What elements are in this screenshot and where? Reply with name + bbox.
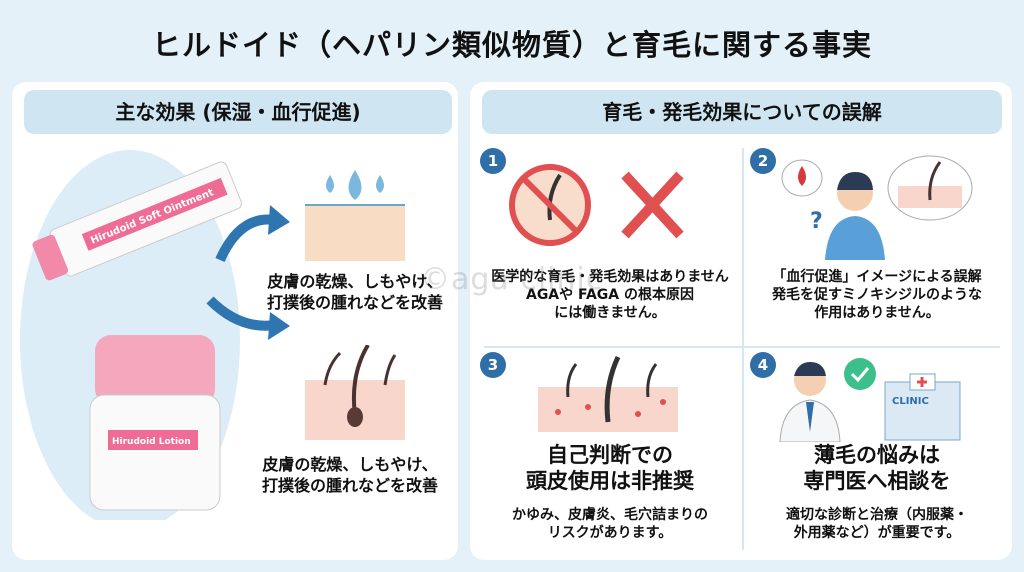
item-line: 「血行促進」イメージによる誤解 bbox=[772, 269, 982, 285]
number-badge: 4 bbox=[750, 352, 776, 378]
effect-line: 皮膚の乾燥、しもやけ、 bbox=[262, 455, 438, 474]
item-line: 発毛を促すミノキシジルのような bbox=[772, 287, 982, 304]
effects-header: 主な効果 (保湿・血行促進) bbox=[24, 90, 452, 134]
number-badge: 3 bbox=[480, 352, 506, 378]
item-line: 医学的な育毛・発毛効果はありません bbox=[491, 269, 729, 285]
confused-person-icon: ? bbox=[781, 155, 973, 260]
watermark: ©aga clinic bbox=[420, 262, 604, 297]
misconceptions-header: 育毛・発毛効果についての誤解 bbox=[482, 90, 1002, 134]
svg-text:?: ? bbox=[810, 209, 823, 234]
skin-moisture-icon bbox=[305, 170, 405, 261]
effect-line: 打撲後の腫れなどを改善 bbox=[266, 292, 443, 312]
item-1-text: 医学的な育毛・発毛効果はありません AGAや FAGA の根本原因 には働きませ… bbox=[480, 268, 740, 323]
item-line: AGAや FAGA の根本原因 bbox=[525, 287, 695, 304]
lotion-bottle-icon: Hirudoid Lotion bbox=[89, 335, 221, 511]
item-line: 適切な診断と治療（内服薬・ bbox=[786, 507, 968, 523]
clinic-sign: CLINIC bbox=[892, 396, 929, 407]
effect-line: 皮膚の乾燥、しもやけ、 bbox=[267, 272, 443, 291]
bottle-label: Hirudoid Lotion bbox=[112, 437, 191, 447]
heading-line: 薄毛の悩みは bbox=[814, 443, 940, 467]
item-3-text: かゆみ、皮膚炎、毛穴詰まりの リスクがあります。 bbox=[480, 506, 740, 542]
heading-line: 自己判断での bbox=[547, 443, 673, 467]
item-line: 作用はありません。 bbox=[814, 305, 940, 322]
effect-text-1: 皮膚の乾燥、しもやけ、打撲後の腫れなどを改善 bbox=[255, 272, 455, 314]
number-badge: 2 bbox=[750, 148, 776, 174]
heading-line: 頭皮使用は非推奨 bbox=[526, 469, 694, 494]
page-title: ヒルドイド（ヘパリン類似物質）と育毛に関する事実 bbox=[151, 28, 872, 62]
heading-line: 専門医へ相談を bbox=[803, 469, 951, 494]
no-hair-growth-icon bbox=[509, 164, 684, 246]
item-line: 外用薬など）が重要です。 bbox=[793, 525, 961, 542]
divider-horizontal bbox=[484, 346, 1000, 348]
product-illustration: Hirudoid Soft Ointment Hirudoid Lotion bbox=[20, 150, 242, 520]
irritated-scalp-icon bbox=[538, 355, 678, 432]
ointment-tube-icon: Hirudoid Soft Ointment bbox=[32, 161, 242, 281]
divider-vertical bbox=[742, 148, 744, 550]
skin-hair-follicle-icon bbox=[305, 345, 405, 440]
item-2-text: 「血行促進」イメージによる誤解 発毛を促すミノキシジルのような 作用はありません… bbox=[744, 268, 1010, 323]
effect-line: 打撲後の腫れなどを改善 bbox=[261, 475, 438, 495]
item-line: かゆみ、皮膚炎、毛穴詰まりの bbox=[512, 507, 708, 523]
item-line: リスクがあります。 bbox=[547, 525, 673, 542]
item-4-text: 適切な診断と治療（内服薬・ 外用薬など）が重要です。 bbox=[744, 506, 1010, 542]
item-3-heading: 自己判断での 頭皮使用は非推奨 bbox=[480, 442, 740, 495]
number-badge: 1 bbox=[480, 148, 506, 174]
item-line: には働きません。 bbox=[554, 305, 666, 322]
arrow-icon bbox=[206, 205, 290, 340]
item-4-heading: 薄毛の悩みは 専門医へ相談を bbox=[744, 442, 1010, 495]
effect-text-2: 皮膚の乾燥、しもやけ、打撲後の腫れなどを改善 bbox=[240, 455, 460, 497]
doctor-clinic-icon: CLINIC bbox=[779, 358, 961, 442]
